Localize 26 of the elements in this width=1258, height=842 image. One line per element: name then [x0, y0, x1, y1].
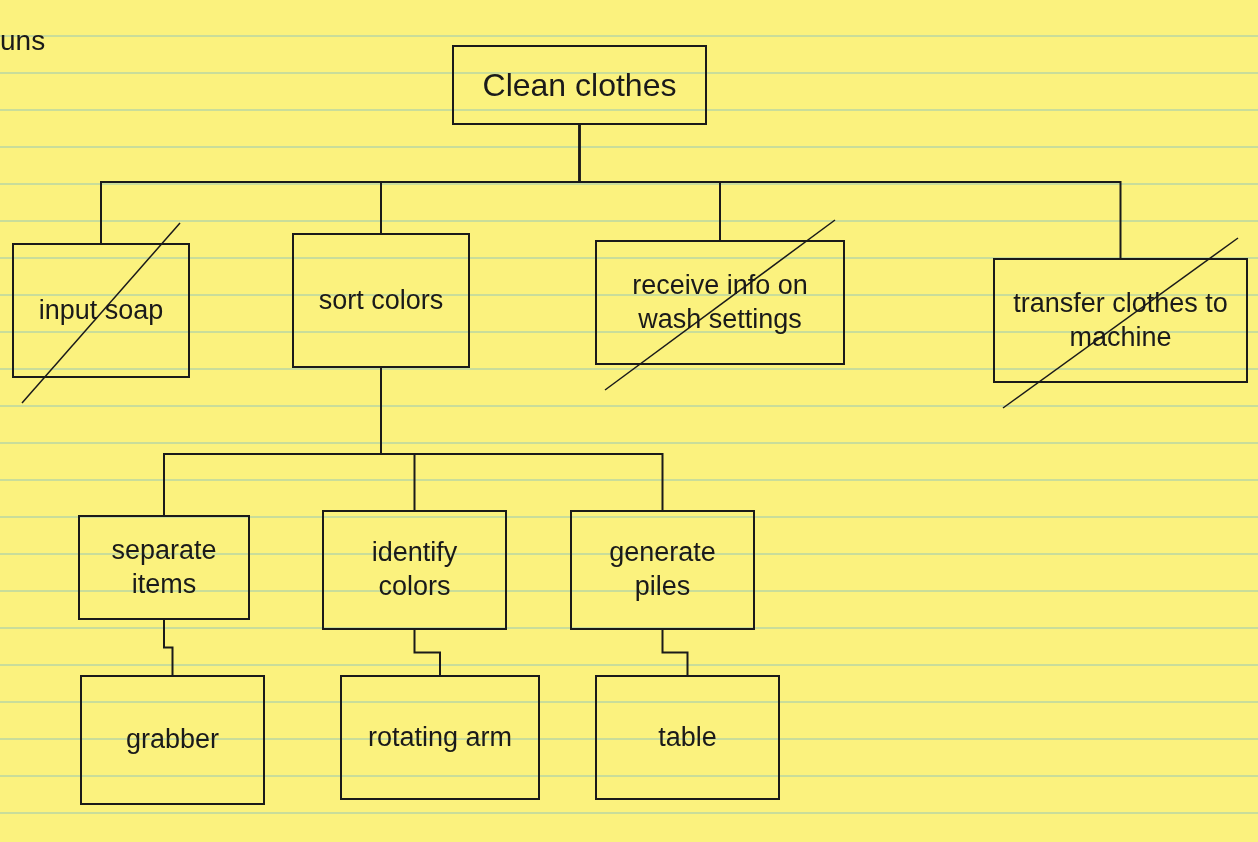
process-box — [595, 675, 780, 800]
process-box — [292, 233, 470, 368]
process-box — [340, 675, 540, 800]
box-label: sort colors — [318, 283, 444, 317]
box-label: input soap — [38, 293, 164, 327]
process-box — [78, 515, 250, 620]
process-box — [570, 510, 755, 630]
connector-line — [163, 619, 174, 676]
box-label: identify colors — [370, 536, 459, 603]
box-label: separate items — [110, 533, 218, 601]
process-box — [993, 258, 1248, 383]
box-label: table — [658, 720, 717, 754]
box-label: grabber — [125, 723, 220, 757]
connector-line — [380, 367, 664, 511]
process-box — [80, 675, 265, 805]
process-box — [322, 510, 507, 630]
partial-word: uns — [0, 24, 46, 58]
connector-line — [661, 629, 689, 676]
box-label: Clean clothes — [482, 66, 677, 105]
box-label: rotating arm — [367, 720, 513, 754]
box-label: generate piles — [608, 536, 717, 603]
connector-line — [578, 124, 1122, 259]
connector-line — [413, 629, 441, 676]
process-box — [452, 45, 707, 125]
process-box — [595, 240, 845, 365]
process-box — [12, 243, 190, 378]
